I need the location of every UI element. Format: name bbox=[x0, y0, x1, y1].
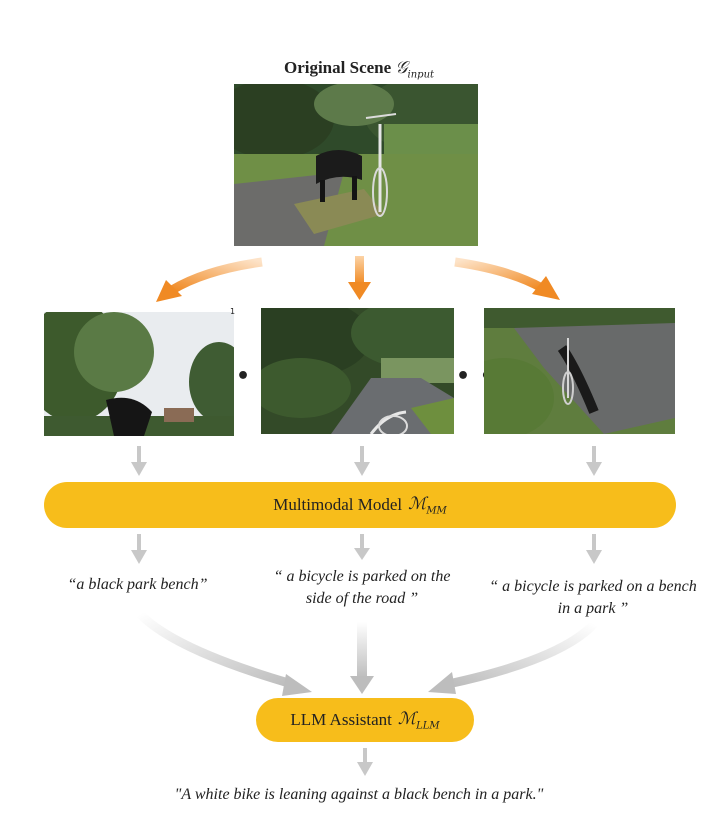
view-marker: 1 bbox=[230, 307, 236, 316]
orange-arrow-center bbox=[348, 256, 371, 300]
original-scene-image bbox=[234, 84, 478, 246]
llm-assistant-symbol: ℳLLM bbox=[397, 708, 440, 732]
multimodal-model-symbol: ℳMM bbox=[408, 493, 447, 517]
gray-arrow-cap1-llm bbox=[136, 610, 312, 696]
diagram-title: Original Scene 𝒢input bbox=[0, 58, 718, 80]
gray-arrow-view2-mm bbox=[354, 446, 370, 476]
caption-view-2: “ a bicycle is parked on the side of the… bbox=[273, 568, 451, 607]
final-caption: "A white bike is leaning against a black… bbox=[174, 786, 544, 803]
multimodal-model-box: Multimodal Model ℳMM bbox=[44, 482, 676, 528]
gray-arrow-mm-cap3 bbox=[586, 534, 602, 564]
view-image-1 bbox=[44, 312, 234, 436]
orange-arrow-right bbox=[454, 257, 560, 300]
multimodal-model-label: Multimodal Model bbox=[273, 495, 403, 514]
caption-view-3: “ a bicycle is parked on a bench in a pa… bbox=[489, 578, 697, 617]
gray-arrow-view1-mm bbox=[131, 446, 147, 476]
gray-arrow-llm-final bbox=[357, 748, 373, 776]
caption-view-1: “a black park bench” bbox=[67, 576, 208, 593]
title-text: Original Scene bbox=[283, 58, 392, 77]
gray-arrow-cap2-llm bbox=[350, 622, 374, 694]
llm-assistant-label: LLM Assistant bbox=[290, 710, 392, 729]
gray-arrow-cap3-llm bbox=[428, 620, 598, 694]
llm-assistant-box: LLM Assistant ℳLLM bbox=[256, 698, 474, 742]
gray-arrow-view3-mm bbox=[586, 446, 602, 476]
gray-arrow-mm-cap2 bbox=[354, 534, 370, 560]
view-image-2 bbox=[261, 308, 454, 434]
orange-arrow-left bbox=[156, 257, 263, 302]
title-symbol: 𝒢input bbox=[395, 58, 435, 81]
view-image-3 bbox=[484, 308, 675, 434]
gray-arrow-mm-cap1 bbox=[131, 534, 147, 564]
